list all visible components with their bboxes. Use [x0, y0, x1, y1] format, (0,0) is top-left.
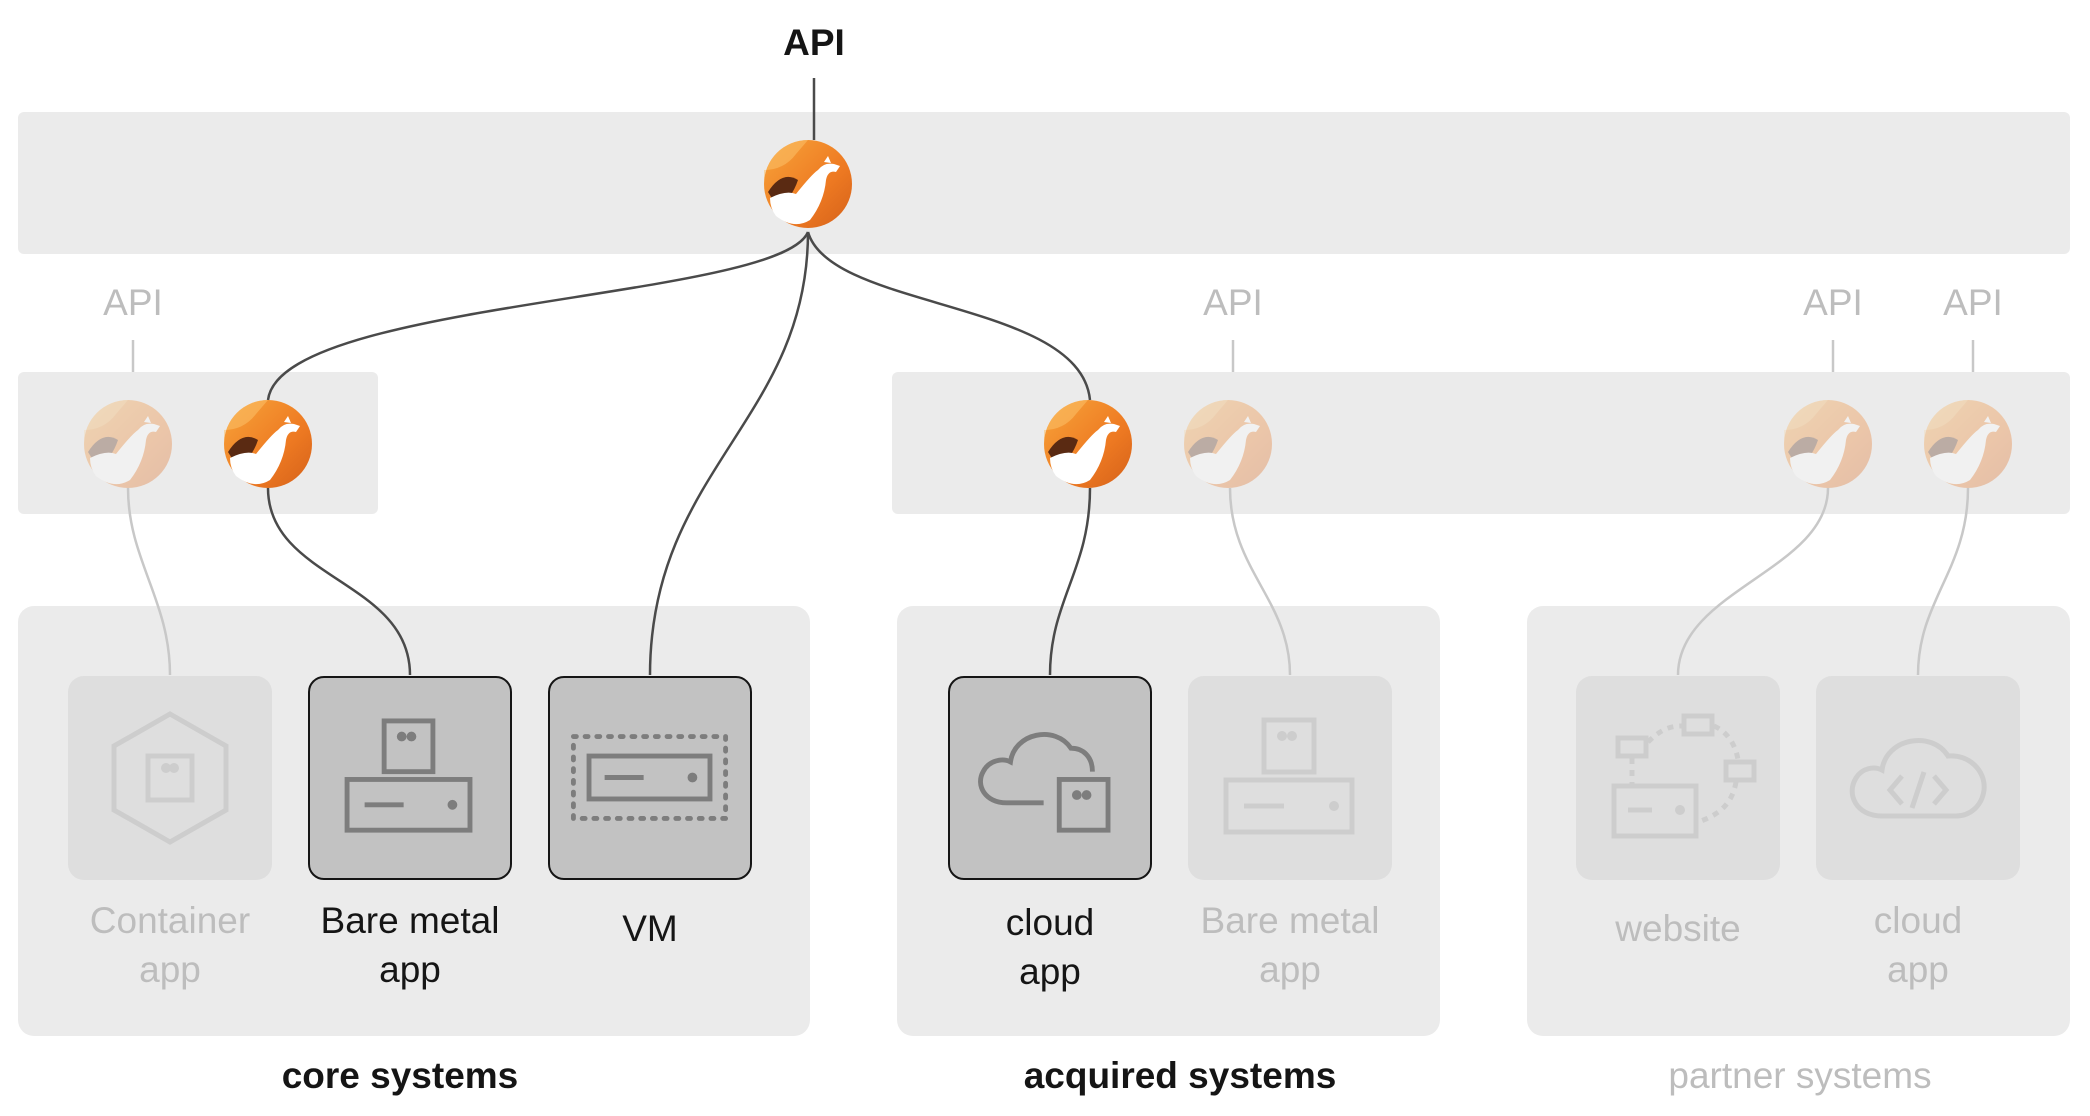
bare-metal-app-tile — [1188, 676, 1392, 880]
bare-metal-app-tile — [308, 676, 512, 880]
container-app-tile — [68, 676, 272, 880]
camel-integration-icon — [764, 140, 852, 228]
camel-integration-icon — [1784, 400, 1872, 488]
app-label-website: website — [1615, 908, 1741, 949]
camel-integration-icon — [1924, 400, 2012, 488]
top-api-label: API — [783, 22, 845, 63]
api-label-partner-2: API — [1943, 282, 2003, 323]
app-label-bare-metal-acquired: Bare metal app — [1200, 900, 1380, 990]
cloud-server-icon — [978, 732, 1111, 833]
camel-integration-icon — [224, 400, 312, 488]
core-integration-layer — [18, 372, 378, 514]
top-integration-layer — [18, 112, 2070, 254]
camel-integration-icon — [1044, 400, 1132, 488]
website-tile — [1576, 676, 1780, 880]
app-label-container: Container app — [89, 900, 251, 990]
cloud-app-tile — [948, 676, 1152, 880]
api-label-acquired: API — [1203, 282, 1263, 323]
group-heading-acquired: acquired systems — [1023, 1055, 1337, 1096]
app-label-cloud: cloud app — [1005, 902, 1095, 992]
camel-integration-icon — [1184, 400, 1272, 488]
api-label-partner-1: API — [1803, 282, 1863, 323]
bare-metal-server-icon — [344, 718, 473, 833]
website-icon — [1611, 713, 1757, 839]
app-label-vm: VM — [622, 908, 678, 949]
app-label-cloud-partner: cloud app — [1873, 900, 1963, 990]
cloud-code-icon — [1849, 738, 1987, 819]
vm-icon — [570, 734, 729, 821]
bare-metal-server-icon — [1223, 717, 1355, 835]
group-heading-core: core systems — [281, 1055, 519, 1096]
camel-integration-icon — [84, 400, 172, 488]
group-heading-partner: partner systems — [1668, 1055, 1932, 1096]
container-icon — [111, 711, 229, 845]
app-label-bare-metal: Bare metal app — [320, 900, 500, 990]
api-label-core: API — [103, 282, 163, 323]
cloud-app-tile-partner — [1816, 676, 2020, 880]
vm-tile — [548, 676, 752, 880]
